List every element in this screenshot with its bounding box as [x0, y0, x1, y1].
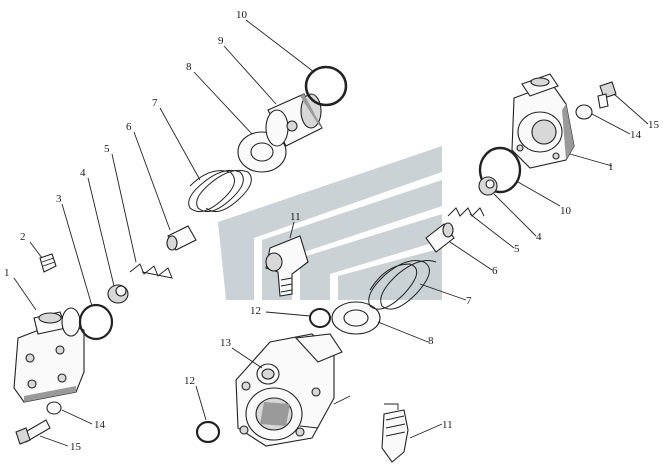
spring-7-left: [188, 169, 252, 213]
piston-6-right: [425, 222, 455, 253]
o-ring-10-left: [304, 65, 348, 107]
leader-lines: [13, 19, 649, 447]
callout-4-left: 4: [80, 167, 86, 179]
washer-14-right: [575, 104, 593, 120]
elbow-fitting-11-center: [265, 235, 309, 297]
callout-14-left: 14: [94, 419, 106, 431]
washer-14-left: [46, 401, 62, 415]
piston-6-left: [166, 225, 197, 251]
callout-15-left: 15: [70, 441, 82, 453]
housing-right: [511, 73, 575, 169]
callout-8-left: 8: [186, 61, 192, 73]
callout-labels: 1 2 3 4 5 6 7 8 9 10 11 12 13 12 14 15 1…: [4, 9, 660, 453]
o-ring-12-center: [309, 308, 331, 328]
cylinder-9: [265, 93, 323, 147]
callout-8-center: 8: [428, 335, 434, 347]
callout-10-left: 10: [236, 9, 248, 21]
o-ring-10-right: [478, 146, 522, 194]
valve-part-4: [107, 284, 129, 304]
o-ring-12-bottom: [195, 420, 221, 444]
plug-part-2: [39, 253, 57, 273]
callout-6-left: 6: [126, 121, 132, 133]
housing-13: [235, 333, 351, 447]
callout-12-bottom: 12: [184, 375, 195, 387]
callout-7-right: 7: [466, 295, 472, 307]
housing-left: [13, 307, 85, 403]
callout-3: 3: [56, 193, 62, 205]
bolt-15-left: [15, 419, 51, 445]
callout-1-right: 1: [608, 161, 614, 173]
callout-14-right: 14: [630, 129, 642, 141]
callout-11-bottom: 11: [442, 419, 453, 431]
spring-7-right: [368, 260, 437, 310]
callout-11-center: 11: [290, 211, 301, 223]
callout-6-right: 6: [492, 265, 498, 277]
callout-4-right: 4: [536, 231, 542, 243]
callout-12-center: 12: [250, 305, 261, 317]
callout-13: 13: [220, 337, 232, 349]
callout-10-right: 10: [560, 205, 572, 217]
spring-5-right: [447, 207, 485, 217]
bolt-15-right: [597, 81, 617, 109]
callout-2: 2: [20, 231, 26, 243]
callout-1-left: 1: [4, 267, 10, 279]
washer-8-center: [331, 301, 381, 335]
elbow-fitting-11-bottom: [381, 403, 409, 463]
spring-5-left: [129, 263, 173, 279]
valve-part-4-right: [478, 176, 498, 196]
callout-7-left: 7: [152, 97, 158, 109]
o-ring-3: [78, 303, 114, 341]
callout-15-right: 15: [648, 119, 660, 131]
callout-9: 9: [218, 35, 224, 47]
callout-5-right: 5: [514, 243, 520, 255]
callout-5-left: 5: [104, 143, 110, 155]
